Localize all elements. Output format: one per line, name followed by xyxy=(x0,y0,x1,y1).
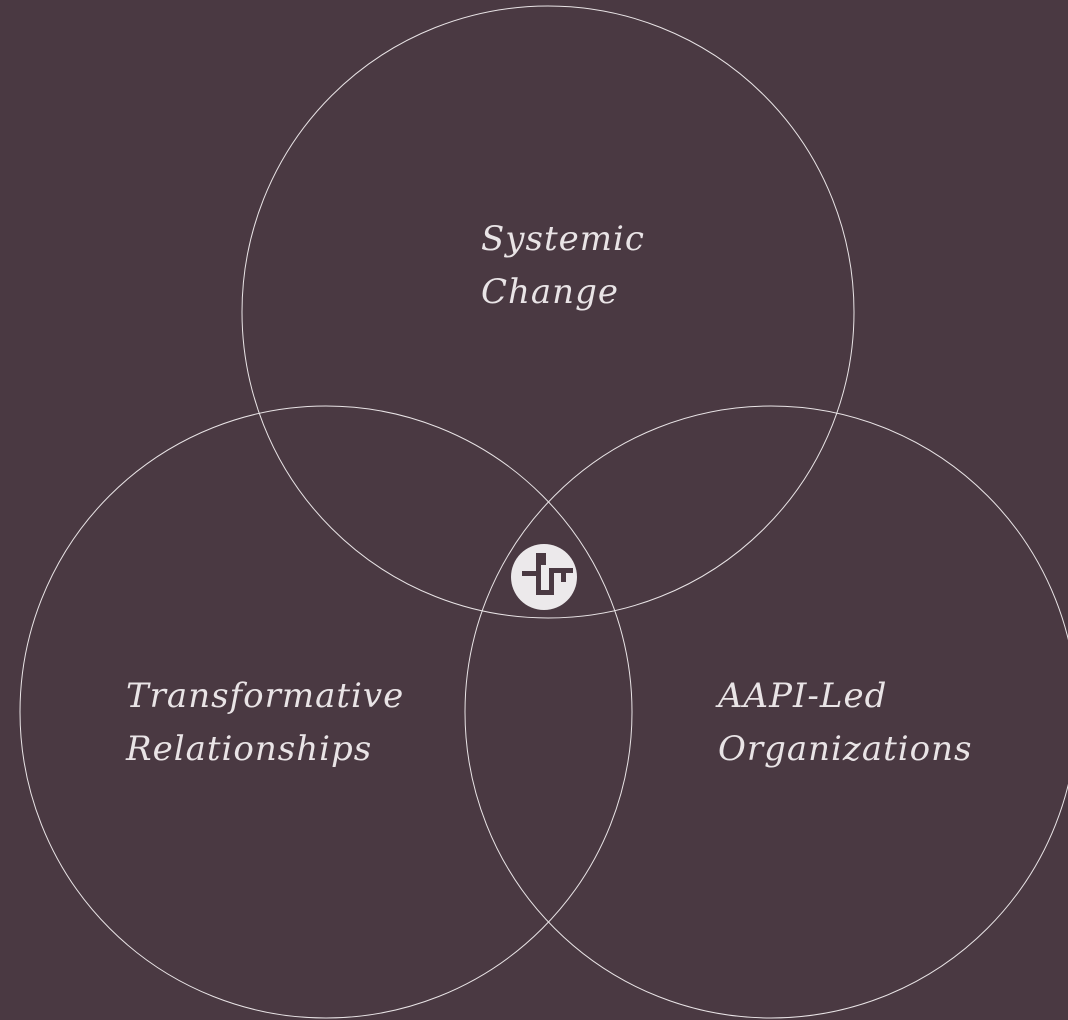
circle-transformative-relationships xyxy=(19,405,633,1019)
label-line: Organizations xyxy=(718,729,973,769)
label-line: AAPI-Led xyxy=(718,676,888,716)
label-line: Systemic xyxy=(481,219,645,259)
label-line: Transformative xyxy=(126,676,405,716)
brand-logo-icon xyxy=(511,544,577,610)
label-line: Relationships xyxy=(126,729,373,769)
circle-aapi-led-organizations xyxy=(464,405,1068,1019)
circle-systemic-change xyxy=(241,5,855,619)
label-line: Change xyxy=(481,272,619,312)
label-transformative-relationships: Transformative Relationships xyxy=(126,670,404,776)
label-systemic-change: Systemic Change xyxy=(481,213,645,319)
label-aapi-led-organizations: AAPI-Led Organizations xyxy=(718,670,972,776)
